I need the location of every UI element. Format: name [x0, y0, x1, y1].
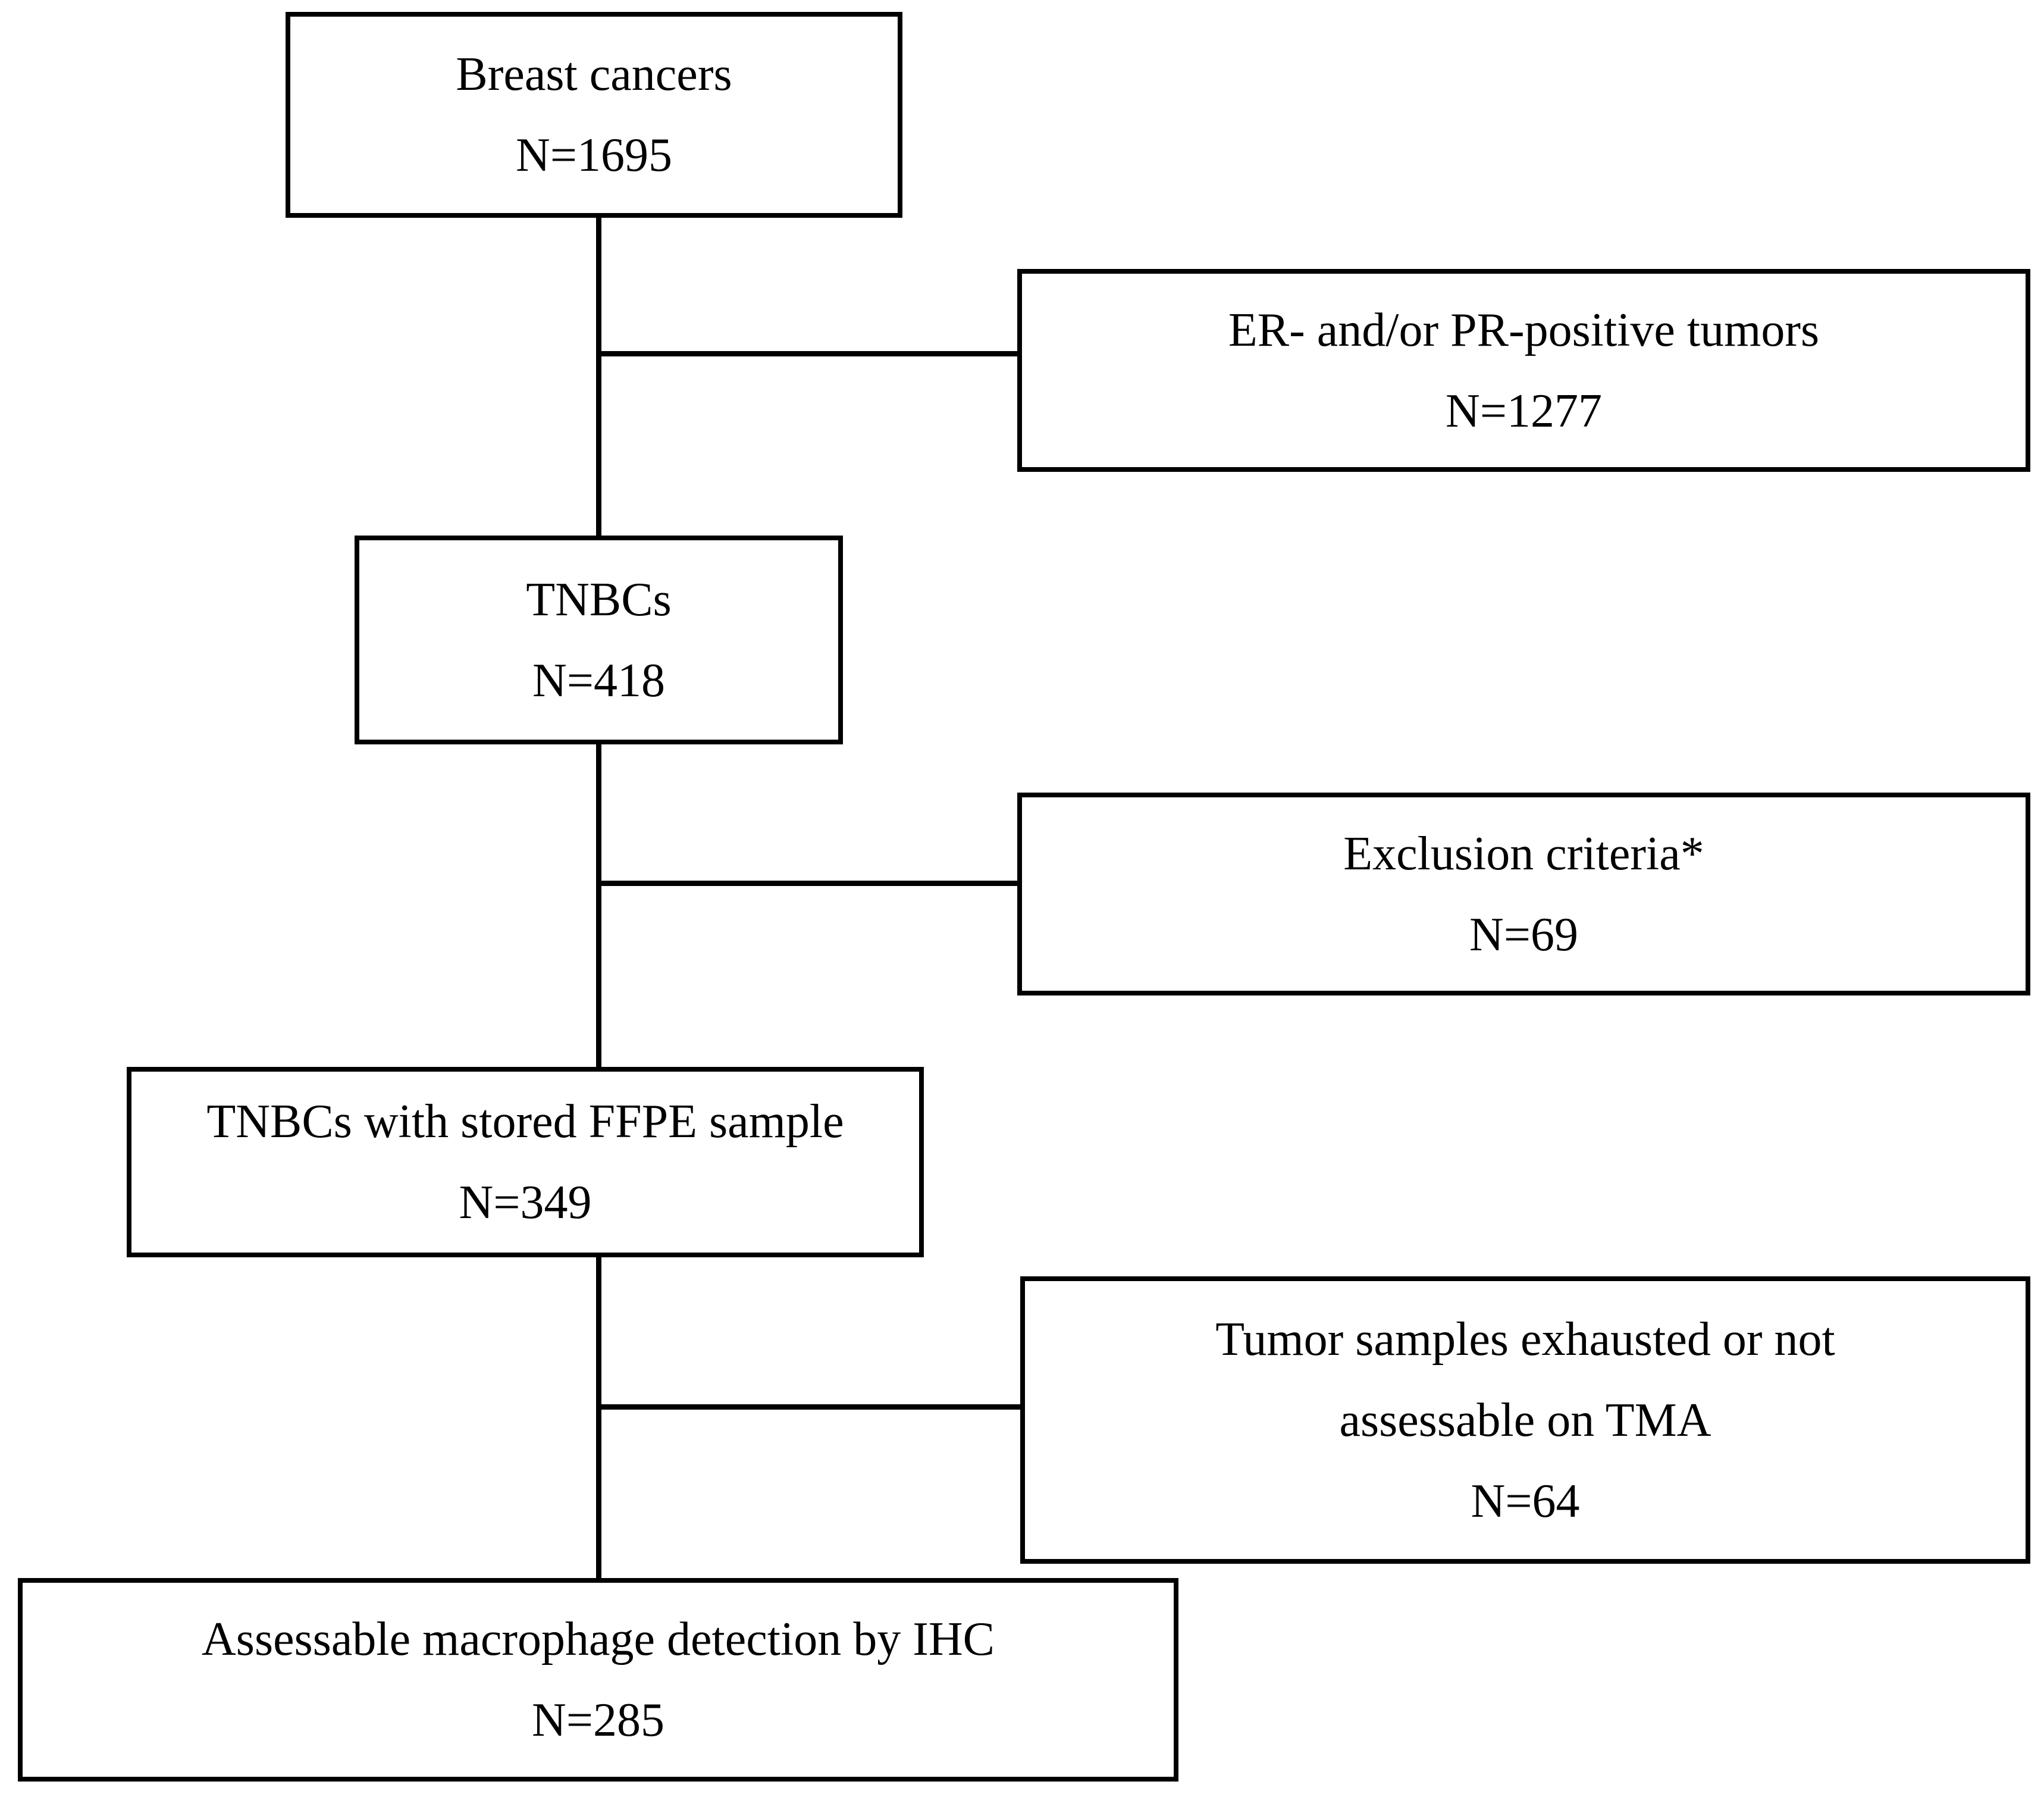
- flow-box-tnbcs-stored-ffpe-sample: TNBCs with stored FFPE sample N=349: [127, 1067, 924, 1257]
- box-count: N=285: [532, 1694, 664, 1746]
- connector-branch-er-pr-positive: [596, 351, 1018, 356]
- flow-box-tnbcs: TNBCs N=418: [355, 536, 843, 744]
- box-label: Breast cancers: [456, 48, 732, 101]
- box-label: Exclusion criteria*: [1343, 827, 1704, 880]
- connector-stem-tnbcs-to-ffpe: [596, 744, 601, 1067]
- box-label: TNBCs: [526, 573, 672, 626]
- flow-box-breast-cancers: Breast cancers N=1695: [286, 12, 902, 218]
- box-count: N=64: [1471, 1474, 1580, 1527]
- box-label-line-1: Tumor samples exhausted or not: [1215, 1313, 1835, 1366]
- flow-box-assessable-macrophage-ihc: Assessable macrophage detection by IHC N…: [18, 1578, 1178, 1782]
- box-count: N=1277: [1446, 384, 1602, 437]
- box-label: ER- and/or PR-positive tumors: [1228, 303, 1820, 356]
- box-label: TNBCs with stored FFPE sample: [206, 1095, 844, 1148]
- box-count: N=69: [1469, 908, 1578, 961]
- connector-branch-samples-exhausted: [596, 1404, 1021, 1410]
- box-count: N=418: [532, 654, 665, 707]
- flow-box-er-pr-positive-tumors: ER- and/or PR-positive tumors N=1277: [1017, 269, 2030, 472]
- connector-branch-exclusion-criteria: [596, 881, 1018, 886]
- flow-box-exclusion-criteria: Exclusion criteria* N=69: [1017, 793, 2030, 995]
- box-count: N=1695: [516, 129, 672, 181]
- box-count: N=349: [459, 1176, 592, 1229]
- connector-stem-breast-to-tnbcs: [596, 217, 601, 536]
- box-label: Assessable macrophage detection by IHC: [202, 1613, 995, 1665]
- box-label-line-2: assessable on TMA: [1339, 1394, 1711, 1447]
- flow-box-tumor-samples-exhausted: Tumor samples exhausted or not assessabl…: [1020, 1276, 2030, 1564]
- connector-stem-ffpe-to-ihc: [596, 1257, 601, 1579]
